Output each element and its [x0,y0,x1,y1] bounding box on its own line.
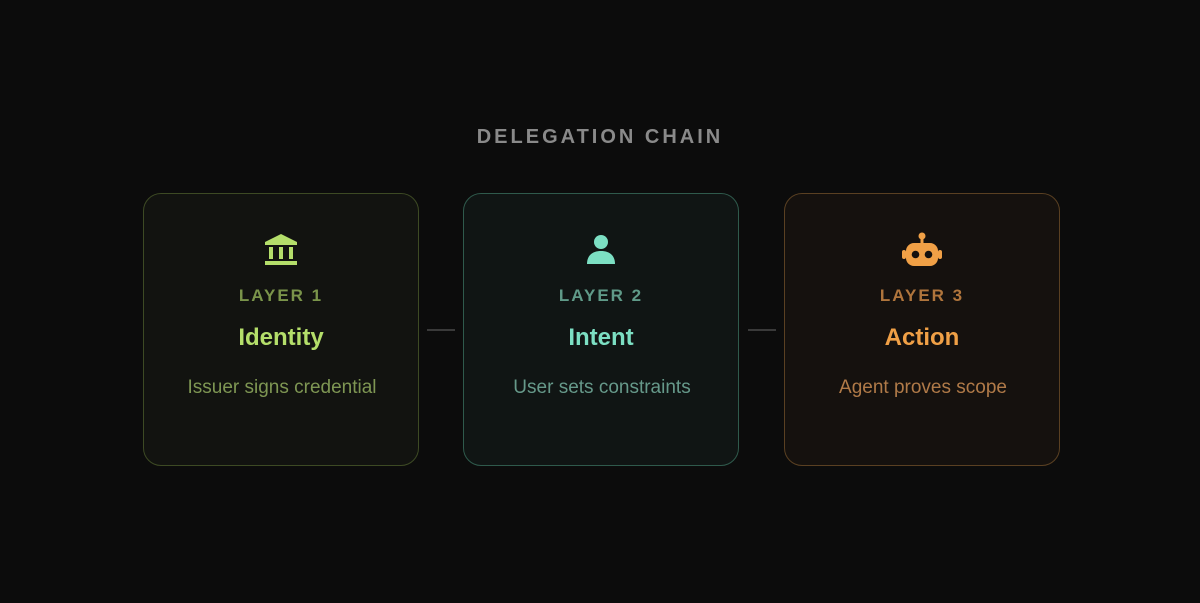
layer-label: LAYER 3 [879,286,965,305]
layer-card-action: LAYER 3 Action Agent proves scope [784,193,1060,466]
layer-description: User sets constraints [513,377,691,398]
layer-name: Action [884,324,960,351]
layer-name: Identity [238,324,324,351]
connector-line [748,329,776,331]
layer-card-identity: LAYER 1 Identity Issuer signs credential [143,193,419,466]
layer-label: LAYER 1 [238,286,324,305]
diagram-title: DELEGATION CHAIN [476,126,724,148]
layer-description: Agent proves scope [839,377,1007,398]
layer-name: Intent [568,324,634,351]
connector-line [427,329,455,331]
layer-label: LAYER 2 [558,286,644,305]
robot-icon [785,232,1059,268]
layer-card-intent: LAYER 2 Intent User sets constraints [463,193,739,466]
bank-icon [144,232,418,268]
user-icon [464,232,738,268]
layer-description: Issuer signs credential [187,377,377,398]
